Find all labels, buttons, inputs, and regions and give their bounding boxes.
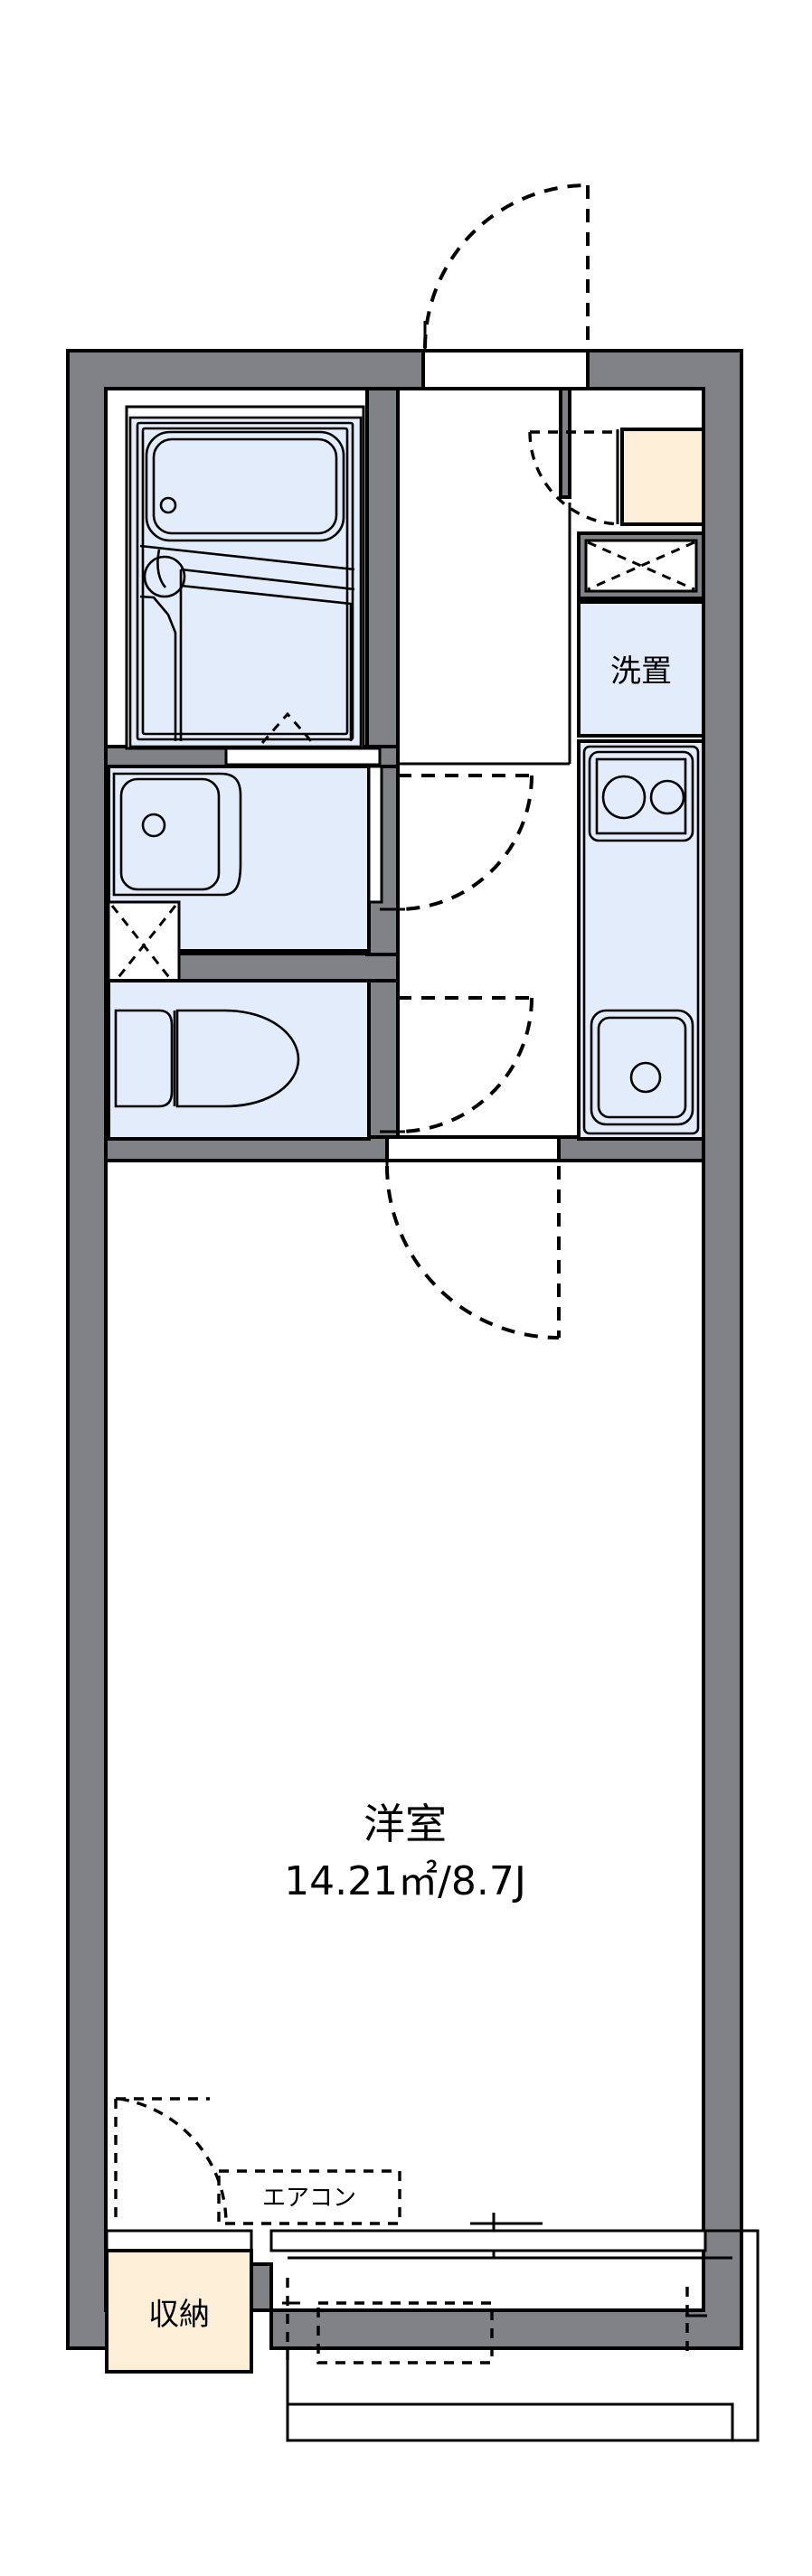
bath-pan-outline bbox=[136, 421, 354, 741]
vent-panel bbox=[577, 531, 705, 600]
balcony-dashed-opening bbox=[685, 2287, 707, 2359]
aircon-label: エアコン bbox=[262, 2185, 356, 2212]
sink-basin bbox=[590, 1009, 694, 1126]
basin-bowl bbox=[119, 777, 221, 891]
laundry-box bbox=[577, 600, 705, 738]
bath-unit-door-icon bbox=[260, 711, 315, 744]
burner-large-icon bbox=[601, 775, 647, 820]
bath-apron-1 bbox=[156, 549, 167, 588]
shoe-cabinet[interactable] bbox=[528, 428, 705, 526]
vanity-counter bbox=[112, 772, 242, 897]
washbasin-area bbox=[107, 765, 371, 991]
bottom-window-strip bbox=[269, 2229, 707, 2252]
closet-label: 収納 bbox=[148, 2297, 210, 2333]
bath-step-line bbox=[139, 544, 355, 571]
washbasin-door-jamb bbox=[367, 765, 383, 904]
toilet-tank bbox=[114, 1009, 174, 1108]
storage-closet: 収納 bbox=[105, 2229, 253, 2374]
genkan-hall bbox=[396, 389, 571, 766]
bathroom-door[interactable] bbox=[380, 774, 533, 911]
balcony-door-mark bbox=[282, 2278, 300, 2361]
entrance-opening bbox=[421, 349, 590, 390]
partition-bath-right bbox=[365, 387, 400, 761]
main-room-labels: 洋室 14.21㎡/8.7J bbox=[284, 1800, 526, 1904]
closet-door[interactable] bbox=[114, 2097, 228, 2226]
partition-toilet-right bbox=[365, 979, 400, 1150]
bath-pan-outline2 bbox=[141, 427, 349, 736]
closet-box bbox=[105, 2249, 253, 2374]
bath-door-arc bbox=[397, 775, 533, 911]
balcony-edge-line bbox=[288, 2402, 734, 2440]
stove-outer bbox=[588, 750, 694, 842]
main-room-door-opening bbox=[385, 1135, 561, 1162]
main-room-area: 14.21㎡/8.7J bbox=[284, 1858, 526, 1904]
bathtub bbox=[145, 430, 345, 542]
balcony-dashed-box bbox=[316, 2301, 494, 2364]
toilet-area bbox=[107, 979, 371, 1141]
bath-apron-2 bbox=[139, 595, 177, 741]
toilet-door[interactable] bbox=[380, 996, 533, 1133]
toilet-door-arc bbox=[397, 997, 533, 1133]
shower-faucet-icon bbox=[143, 555, 186, 598]
closet-door-arc bbox=[118, 2097, 228, 2226]
main-room-door[interactable] bbox=[385, 1135, 561, 1340]
shoe-cabinet-door-arc bbox=[528, 431, 623, 526]
laundry-space: 洗置 bbox=[577, 600, 705, 738]
toilet-bowl bbox=[175, 1009, 300, 1108]
sink-basin-inner bbox=[597, 1016, 687, 1119]
bottom-window bbox=[269, 2229, 707, 2252]
bath-counter-line bbox=[180, 568, 355, 591]
aircon-box bbox=[217, 2169, 401, 2225]
window-cross-icon bbox=[110, 905, 177, 986]
burner-small-icon bbox=[649, 779, 685, 815]
entrance-door[interactable] bbox=[423, 183, 590, 353]
air-conditioner: エアコン bbox=[217, 2169, 401, 2225]
toilet-floor bbox=[107, 979, 371, 1141]
basin-drain-icon bbox=[141, 813, 166, 838]
partition-genkan-stub bbox=[559, 387, 571, 499]
kitchen-counter-inner bbox=[582, 745, 700, 1135]
sink-drain-icon bbox=[629, 1061, 662, 1094]
bathtub-unit bbox=[125, 405, 365, 750]
vent-cross-icon bbox=[587, 541, 695, 591]
closet-threshold bbox=[105, 2229, 253, 2252]
bathtub-inner bbox=[152, 437, 338, 535]
shoe-cabinet-box bbox=[620, 428, 705, 526]
bath-drain-icon bbox=[159, 496, 177, 514]
entrance-door-arc bbox=[423, 183, 589, 349]
main-room-door-arc bbox=[385, 1165, 560, 1340]
laundry-label: 洗置 bbox=[610, 653, 672, 690]
kitchen-sink-stove bbox=[577, 739, 705, 1141]
bath-floor-edge bbox=[180, 584, 353, 741]
main-room-name: 洋室 bbox=[364, 1800, 447, 1848]
bath-threshold bbox=[224, 747, 382, 766]
stove-top bbox=[595, 757, 687, 835]
